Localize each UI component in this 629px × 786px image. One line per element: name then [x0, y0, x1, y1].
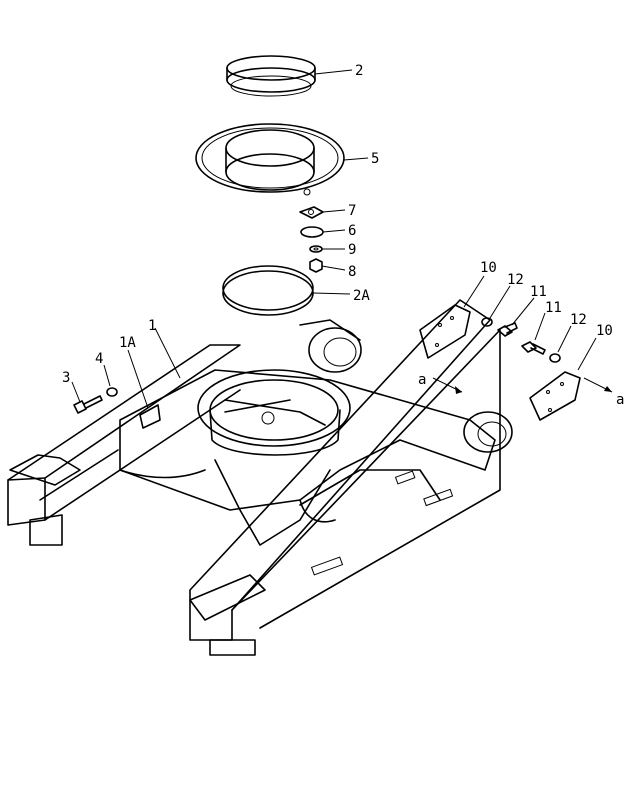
label-part-3: 3	[62, 370, 70, 386]
label-part-4: 4	[95, 351, 103, 367]
label-view-a-right: a	[616, 392, 624, 408]
part-9-washer	[309, 245, 323, 253]
part-2-seal-ring	[226, 55, 316, 97]
part-1a-bracket	[139, 404, 161, 429]
label-part-12-left: 12	[507, 272, 524, 288]
label-part-1: 1	[148, 318, 156, 334]
label-part-11-left: 11	[530, 284, 547, 300]
part-6-gasket	[300, 226, 324, 238]
part-5-cover-ring	[195, 123, 345, 196]
part-1-track-frame	[7, 299, 513, 656]
part-labels: 2 5 7 6 9 8 2A 1 1A 3 4 10 12 11 11 12 1…	[62, 63, 624, 408]
part-11-right-bolt	[521, 341, 546, 355]
label-part-5: 5	[371, 151, 379, 167]
part-12-left-washer	[481, 317, 493, 327]
label-part-2: 2	[355, 63, 363, 79]
part-2a-ring	[222, 265, 314, 316]
part-11-left-bolt	[497, 322, 518, 337]
leader-lines	[71, 69, 613, 409]
label-part-8: 8	[348, 264, 356, 280]
part-10-right-cover	[529, 371, 581, 421]
label-part-1a: 1A	[119, 335, 136, 351]
label-part-12-right: 12	[570, 312, 587, 328]
label-part-10-left: 10	[480, 260, 497, 276]
part-8-nut	[309, 258, 323, 273]
label-part-2a: 2A	[353, 288, 370, 304]
part-4-washer	[106, 387, 118, 397]
part-10-left-cover	[419, 304, 471, 359]
label-part-10-right: 10	[596, 323, 613, 339]
label-view-a-left: a	[418, 372, 426, 388]
label-part-6: 6	[348, 223, 356, 239]
part-3-bolt	[73, 395, 103, 414]
label-part-9: 9	[348, 242, 356, 258]
part-7-plate	[299, 206, 324, 219]
part-12-right-washer	[549, 353, 561, 363]
label-part-7: 7	[348, 203, 356, 219]
label-part-11-right: 11	[545, 300, 562, 316]
